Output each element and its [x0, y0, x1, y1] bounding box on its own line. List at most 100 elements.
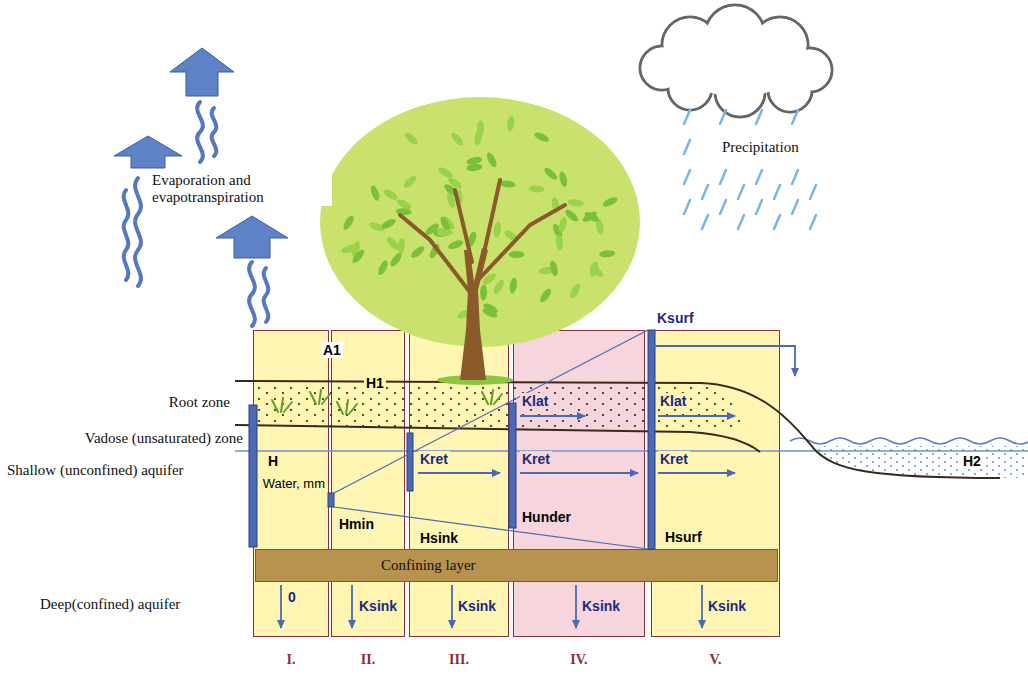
leaf — [424, 222, 441, 237]
leaf — [551, 197, 561, 214]
level-label: Hunder — [520, 509, 573, 525]
ground-surface-line — [235, 381, 1000, 478]
rain-drop — [756, 170, 762, 184]
up-arrow — [170, 48, 234, 96]
leaf — [506, 115, 515, 132]
root-zone-soil — [253, 384, 745, 430]
leaf — [350, 240, 361, 257]
leaf — [449, 131, 465, 148]
area-label: A1 — [321, 342, 343, 358]
leaf — [433, 230, 449, 238]
column-box: H1HminKsinkII. — [331, 330, 405, 637]
flow-label: Ksink — [456, 598, 498, 614]
leaf — [441, 215, 457, 232]
flow-label: Ksurf — [655, 310, 696, 326]
leaf — [428, 242, 442, 259]
surface-water — [815, 446, 1028, 478]
leaf — [340, 243, 357, 255]
flow-arrow — [451, 585, 453, 628]
confining-layer: Confining layer — [255, 549, 778, 582]
rain-drop — [684, 140, 690, 154]
envelope-line — [334, 507, 648, 549]
flow-label: Klat — [520, 393, 550, 409]
leaf — [509, 277, 518, 294]
leaf — [445, 192, 456, 209]
leaf — [557, 216, 568, 233]
leaf — [492, 278, 507, 295]
flow-label: Ksink — [706, 598, 748, 614]
rain-drop — [756, 110, 762, 124]
leaf — [397, 238, 406, 255]
flow-arrow — [652, 346, 795, 376]
column-box: KlatKretHsurfKsinkV. — [651, 330, 780, 637]
leaf — [388, 251, 403, 268]
flow-label: Ksink — [580, 598, 622, 614]
leaf — [480, 284, 487, 300]
leaf — [477, 120, 484, 136]
leaf — [341, 214, 355, 231]
leaf — [403, 131, 420, 147]
level-label: H — [266, 453, 280, 469]
leaf — [588, 263, 604, 279]
leaf — [568, 282, 582, 299]
rain-drop — [810, 185, 816, 199]
leaf — [439, 215, 452, 232]
leaf — [376, 259, 389, 276]
leaf — [395, 208, 411, 216]
leaf — [385, 235, 401, 252]
leaf — [601, 195, 618, 208]
leaf — [538, 266, 555, 275]
up-arrow — [216, 216, 288, 258]
level-label: Water, mm — [261, 476, 327, 491]
leaf — [533, 130, 550, 143]
rain-drop — [738, 185, 744, 199]
flow-label: Kret — [418, 451, 450, 467]
rain-drop — [792, 170, 798, 184]
leaf — [588, 260, 599, 277]
tree-trunk — [460, 248, 488, 380]
leaf — [538, 287, 553, 304]
leaf — [493, 221, 502, 238]
wave — [124, 190, 129, 280]
rain-drop — [720, 200, 726, 214]
grass — [272, 390, 502, 414]
zone-label: Root zone — [167, 394, 232, 411]
rain-drop — [720, 110, 726, 124]
column-number: V. — [652, 652, 779, 668]
leaf — [432, 227, 449, 236]
leaf — [482, 301, 499, 315]
rain-drop — [792, 200, 798, 214]
leaf — [369, 184, 381, 201]
leaf — [368, 221, 385, 233]
leaf — [485, 151, 499, 168]
flow-arrow — [701, 585, 703, 628]
flow-label: Kret — [520, 451, 552, 467]
level-label: H1 — [364, 375, 386, 391]
column-number: III. — [410, 652, 508, 668]
leaf — [581, 210, 598, 224]
rain-drop — [792, 110, 798, 124]
tree-base — [437, 375, 513, 385]
leaf — [395, 197, 412, 211]
rain-drop — [684, 110, 690, 124]
flow-arrow — [520, 415, 585, 417]
cloud — [640, 5, 832, 117]
zone-label: Shallow (unconfined) aquifer — [5, 462, 186, 479]
rain-drop — [684, 200, 690, 214]
leaf — [442, 182, 459, 198]
leaf — [548, 260, 559, 277]
storage-bar — [648, 330, 655, 549]
storage-bar — [328, 493, 334, 507]
leaf — [437, 165, 454, 179]
tree — [320, 97, 640, 385]
leaf — [447, 239, 464, 251]
level-label: Hsurf — [663, 529, 704, 545]
process-label: Precipitation — [720, 139, 801, 156]
wave — [249, 262, 255, 326]
leaf — [466, 230, 478, 247]
leaves — [340, 115, 619, 320]
leaf — [599, 250, 616, 258]
leaf — [551, 222, 564, 239]
leaf — [499, 180, 516, 189]
